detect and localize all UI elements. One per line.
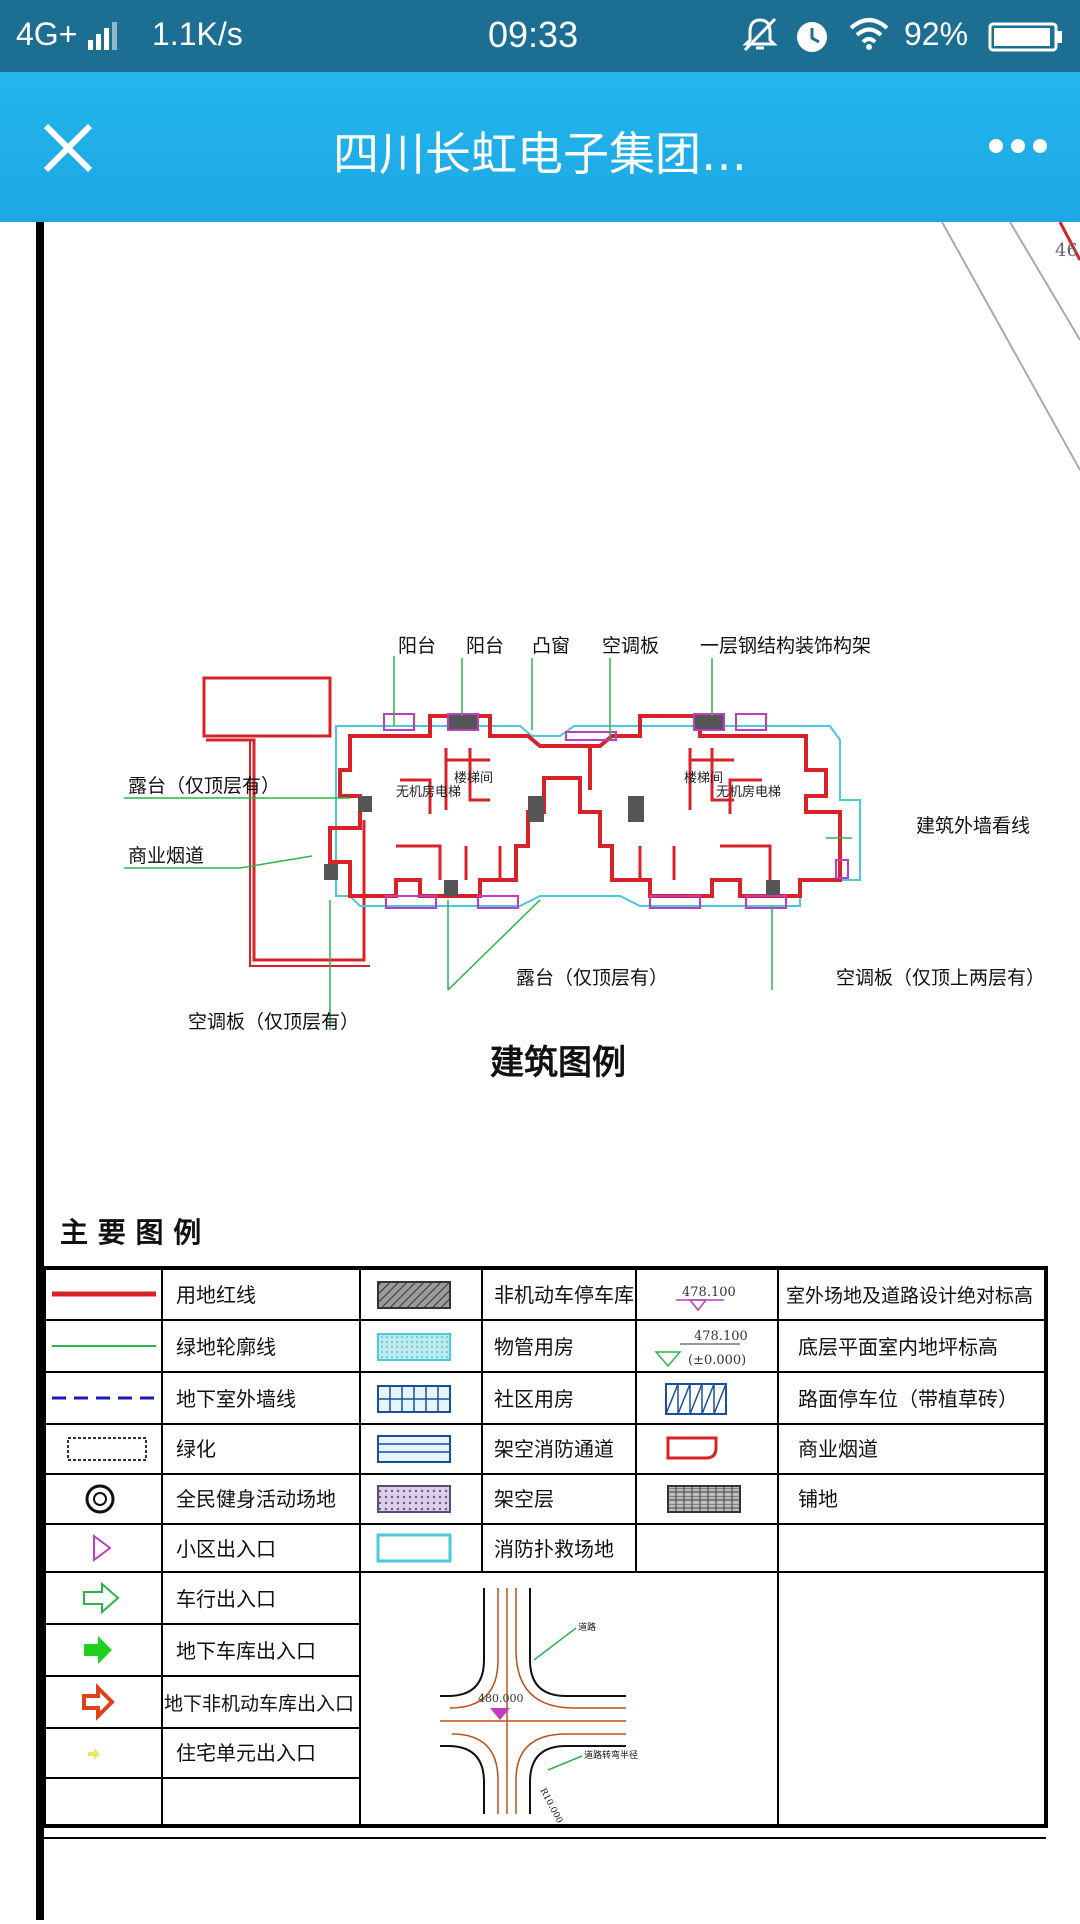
clock: 09:33 xyxy=(488,14,579,55)
svg-text:R10.000: R10.000 xyxy=(537,1787,564,1826)
plan-caption: 建筑图例 xyxy=(490,1043,626,1083)
legend-c1-8: 地下非机动车库出入口 xyxy=(164,1693,354,1715)
more-icon[interactable] xyxy=(986,136,1050,156)
legend-c1-7: 地下车库出入口 xyxy=(176,1639,316,1663)
legend-c2-4: 架空层 xyxy=(494,1487,554,1511)
battery-icon xyxy=(988,22,1062,52)
community-room-symbol xyxy=(377,1385,451,1413)
legend-c2-3: 架空消防通道 xyxy=(494,1437,614,1461)
svg-text:478.100: 478.100 xyxy=(682,1285,736,1300)
legend-c3-2: 路面停车位（带植草砖） xyxy=(798,1387,1018,1411)
label-facade-line: 建筑外墙看线 xyxy=(916,815,1030,837)
label-ac-board-top-two: 空调板（仅顶上两层有） xyxy=(836,967,1045,989)
alarm-icon xyxy=(797,22,827,52)
garage-entrance-icon xyxy=(84,1636,112,1664)
legend-c1-4: 全民健身活动场地 xyxy=(176,1487,336,1511)
corner-number: 46 xyxy=(1055,240,1078,261)
room-label-elevator-right: 无机房电梯 xyxy=(716,784,781,800)
wifi-icon xyxy=(849,18,889,50)
signal-icon xyxy=(88,22,117,50)
room-label-stair-left: 楼梯间 xyxy=(454,771,493,786)
drawing-border xyxy=(36,222,44,1920)
mute-icon xyxy=(742,17,778,52)
floor-plan: 无机房电梯 楼梯间 楼梯间 无机房电梯 阳台 阳台 xyxy=(124,635,1045,1083)
floor-elevation-symbol: 478.100 (±0.000) xyxy=(654,1329,748,1368)
room-label-stair-right: 楼梯间 xyxy=(684,771,723,786)
legend-c1-0: 用地红线 xyxy=(176,1283,256,1307)
outdoor-elevation-symbol: 478.100 xyxy=(676,1285,736,1312)
network-type: 4G+ xyxy=(16,16,78,52)
label-terrace-bottom: 露台（仅顶层有） xyxy=(516,967,668,989)
close-icon[interactable] xyxy=(40,120,96,176)
legend-c1-6: 车行出入口 xyxy=(176,1587,276,1611)
svg-text:道路: 道路 xyxy=(578,1621,596,1633)
label-terrace-left: 露台（仅顶层有） xyxy=(128,775,280,797)
label-balcony-1: 阳台 xyxy=(398,635,436,657)
page-title: 四川长虹电子集团… xyxy=(333,127,747,181)
stilt-floor-symbol xyxy=(377,1485,451,1513)
nonmotor-garage-entrance-icon xyxy=(82,1683,115,1721)
paving-symbol xyxy=(667,1485,741,1513)
svg-text:480.000: 480.000 xyxy=(478,1692,524,1705)
label-steel-frame: 一层钢结构装饰构架 xyxy=(700,635,871,657)
legend-c2-1: 物管用房 xyxy=(494,1335,574,1359)
fire-rescue-symbol xyxy=(376,1533,452,1563)
commercial-flue-symbol xyxy=(666,1436,718,1460)
legend-c3-4: 铺地 xyxy=(798,1487,838,1511)
legend-c2-5: 消防扑救场地 xyxy=(494,1537,614,1561)
greening-symbol xyxy=(67,1437,147,1461)
nonmotor-parking-symbol xyxy=(377,1281,451,1309)
legend-c2-0: 非机动车停车库 xyxy=(494,1283,634,1307)
legend: 主 要 图 例 xyxy=(36,1216,1048,1839)
architectural-drawing: 46 xyxy=(36,221,1080,1920)
legend-c3-1: 底层平面室内地坪标高 xyxy=(798,1335,998,1359)
unit-entrance-icon xyxy=(88,1748,100,1760)
property-room-symbol xyxy=(377,1333,451,1361)
drawing-viewer[interactable]: 46 xyxy=(0,221,1080,1920)
label-ac-board-top: 空调板（仅顶层有） xyxy=(188,1011,359,1033)
svg-text:道路转弯半径: 道路转弯半径 xyxy=(584,1749,638,1761)
legend-title: 主 要 图 例 xyxy=(60,1216,201,1249)
legend-c3-3: 商业烟道 xyxy=(798,1437,878,1461)
label-balcony-2: 阳台 xyxy=(466,635,504,657)
parking-space-symbol xyxy=(665,1383,727,1415)
network-speed: 1.1K/s xyxy=(152,16,243,52)
status-bar: 4G+ 1.1K/s 09:33 92% xyxy=(0,0,1080,72)
fitness-icon xyxy=(85,1484,115,1514)
road-intersection-diagram: 道路 480.000 R10.000 道路转弯半径 xyxy=(440,1588,638,1825)
label-commercial-flue: 商业烟道 xyxy=(128,845,204,867)
legend-c2-2: 社区用房 xyxy=(494,1387,574,1411)
legend-c3-0: 室外场地及道路设计绝对标高 xyxy=(786,1285,1033,1307)
legend-c1-5: 小区出入口 xyxy=(176,1537,276,1561)
room-label-elevator-left: 无机房电梯 xyxy=(396,784,461,800)
svg-text:478.100: 478.100 xyxy=(694,1329,748,1344)
battery-percent: 92% xyxy=(904,16,969,52)
legend-c1-2: 地下室外墙线 xyxy=(176,1387,296,1411)
label-ac-board: 空调板 xyxy=(602,635,659,657)
legend-c1-3: 绿化 xyxy=(176,1437,216,1461)
legend-c1-1: 绿地轮廓线 xyxy=(176,1335,276,1359)
legend-c1-9: 住宅单元出入口 xyxy=(176,1741,316,1765)
svg-text:(±0.000): (±0.000) xyxy=(688,1353,746,1368)
label-bay-window: 凸窗 xyxy=(532,635,570,657)
vehicle-entrance-icon xyxy=(83,1581,120,1615)
fire-passage-symbol xyxy=(377,1435,451,1463)
app-bar: 四川长虹电子集团… xyxy=(0,72,1080,222)
community-entrance-icon xyxy=(93,1534,112,1562)
